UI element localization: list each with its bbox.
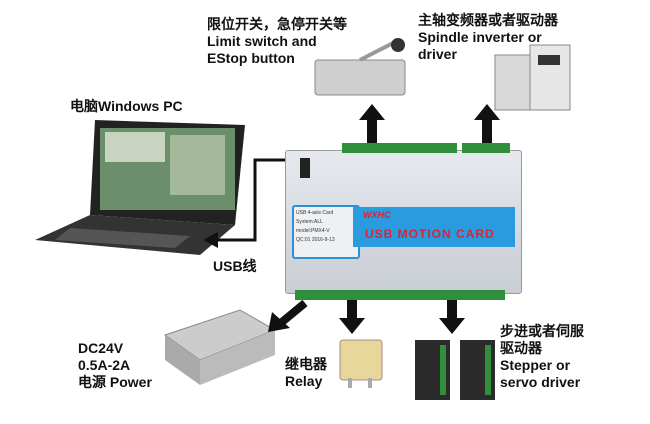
spindle-en2: driver: [418, 46, 457, 62]
power-l3: 电源 Power: [78, 374, 152, 390]
power-l1: DC24V: [78, 340, 124, 356]
bottom-terminal: [295, 290, 505, 300]
limit-en1: Limit switch and: [207, 33, 317, 49]
power-label: DC24V 0.5A-2A 电源 Power: [78, 340, 152, 391]
limit-switch-label: 限位开关，急停开关等 Limit switch and EStop button: [207, 16, 347, 67]
arrow-up-limit: [359, 104, 385, 146]
driver-label: 步进或者伺服 驱动器 Stepper or servo driver: [500, 323, 584, 391]
card-info-panel: USB 4-axis Card System:ALL model:PMX4-V …: [292, 205, 360, 259]
arrows: [203, 104, 500, 334]
arrow-power: [268, 299, 308, 332]
driver-cn1: 步进或者伺服: [500, 323, 584, 339]
usb-label: USB线: [213, 258, 257, 274]
spindle-en1: Spindle inverter or: [418, 29, 542, 45]
arrow-down-relay: [339, 300, 365, 334]
pc-label: 电脑Windows PC: [70, 98, 183, 114]
power-supply-image: [163, 309, 277, 385]
arrow-down-driver: [439, 300, 465, 334]
spindle-inverter-image: [494, 44, 571, 111]
spindle-label: 主轴变频器或者驱动器 Spindle inverter or driver: [418, 12, 558, 63]
limit-en2: EStop button: [207, 50, 295, 66]
arrow-up-spindle: [474, 104, 500, 146]
relay-cn: 继电器: [285, 356, 327, 372]
relay-label: 继电器 Relay: [285, 356, 327, 390]
limit-switch-image: [314, 38, 406, 96]
card-logo: WXHC: [363, 210, 391, 220]
top-terminal-left: [342, 143, 457, 153]
driver-en1: Stepper or: [500, 357, 571, 373]
relay-image: [339, 339, 383, 388]
usb-port: [300, 158, 310, 178]
card-title: USB MOTION CARD: [365, 227, 495, 241]
card-info-line: model:PMX4-V: [296, 228, 330, 234]
spindle-cn: 主轴变频器或者驱动器: [418, 12, 558, 28]
driver-cn2: 驱动器: [500, 340, 542, 356]
card-info-line: System:ALL: [296, 219, 323, 225]
relay-en: Relay: [285, 373, 323, 389]
driver-image: [415, 340, 495, 400]
laptop-image: [35, 120, 245, 255]
driver-en2: servo driver: [500, 374, 581, 390]
top-terminal-right: [462, 143, 510, 153]
limit-cn: 限位开关，急停开关等: [207, 16, 347, 32]
card-qc: QC:01: [296, 237, 311, 243]
power-l2: 0.5A-2A: [78, 357, 131, 373]
arrow-usb: [203, 158, 285, 248]
card-info-line: USB 4-axis Card: [296, 210, 334, 216]
card-date: 2016-9-13: [311, 237, 335, 243]
card-title-panel: WXHC USB MOTION CARD: [353, 207, 515, 247]
